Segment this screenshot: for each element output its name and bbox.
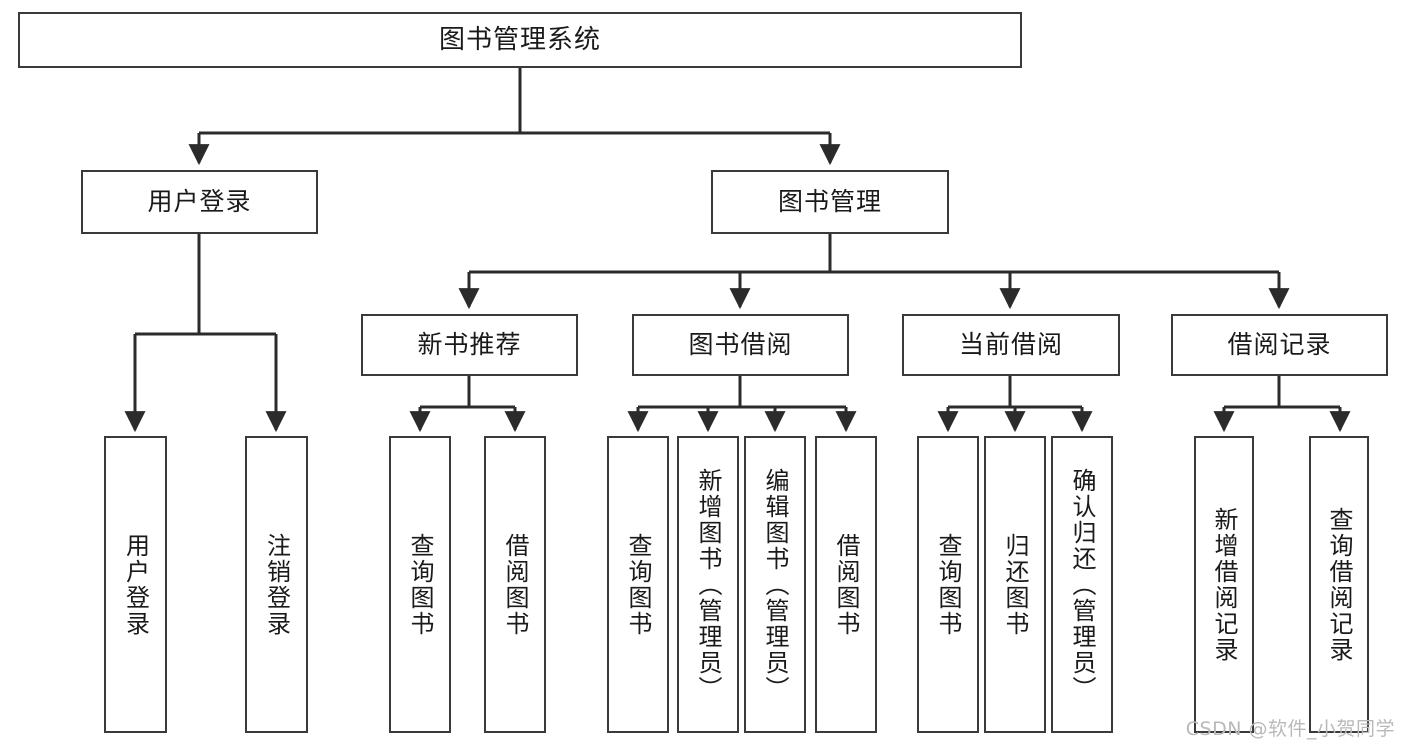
node-leaf-query-book-3[interactable]: 查询图书 [917,436,979,733]
node-leaf-query-book-2-label: 查询图书 [624,532,652,637]
node-leaf-borrow-book-1-label: 借阅图书 [501,532,529,637]
node-user-login-label: 用户登录 [147,187,252,217]
node-new-book-recommend[interactable]: 新书推荐 [361,314,578,376]
node-leaf-query-record[interactable]: 查询借阅记录 [1309,436,1369,733]
node-leaf-add-book[interactable]: 新增图书（管理员） [677,436,739,733]
node-book-manage[interactable]: 图书管理 [711,170,949,234]
node-borrow-record-label: 借阅记录 [1227,330,1332,360]
node-leaf-borrow-book-2[interactable]: 借阅图书 [815,436,877,733]
node-leaf-add-record-label: 新增借阅记录 [1210,506,1238,663]
node-root-label: 图书管理系统 [438,24,601,55]
node-leaf-confirm-return-label: 确认归还（管理员） [1068,467,1096,702]
node-root[interactable]: 图书管理系统 [18,12,1022,68]
node-book-manage-label: 图书管理 [777,187,882,217]
node-current-borrow[interactable]: 当前借阅 [902,314,1120,376]
node-leaf-user-logout[interactable]: 注销登录 [245,436,308,733]
node-leaf-borrow-book-1[interactable]: 借阅图书 [484,436,546,733]
node-leaf-return-book-label: 归还图书 [1001,532,1029,637]
node-leaf-return-book[interactable]: 归还图书 [984,436,1046,733]
node-leaf-user-login-label: 用户登录 [121,532,150,637]
node-leaf-edit-book-label: 编辑图书（管理员） [761,467,789,702]
node-user-login[interactable]: 用户登录 [81,170,318,234]
node-borrow-record[interactable]: 借阅记录 [1171,314,1388,376]
node-new-book-recommend-label: 新书推荐 [417,330,522,360]
node-leaf-query-book-2[interactable]: 查询图书 [607,436,669,733]
node-leaf-query-book-1[interactable]: 查询图书 [389,436,451,733]
watermark: CSDN @软件_小贺同学 [1185,718,1395,740]
node-leaf-user-login[interactable]: 用户登录 [104,436,167,733]
node-leaf-edit-book[interactable]: 编辑图书（管理员） [744,436,806,733]
node-leaf-borrow-book-2-label: 借阅图书 [832,532,860,637]
node-current-borrow-label: 当前借阅 [958,330,1063,360]
node-leaf-query-book-3-label: 查询图书 [934,532,962,637]
node-leaf-add-record[interactable]: 新增借阅记录 [1194,436,1254,733]
node-book-borrow[interactable]: 图书借阅 [632,314,849,376]
node-leaf-query-record-label: 查询借阅记录 [1325,506,1353,663]
node-leaf-confirm-return[interactable]: 确认归还（管理员） [1051,436,1113,733]
node-leaf-query-book-1-label: 查询图书 [406,532,434,637]
node-leaf-user-logout-label: 注销登录 [262,532,291,637]
node-leaf-add-book-label: 新增图书（管理员） [694,467,722,702]
node-book-borrow-label: 图书借阅 [688,330,793,360]
